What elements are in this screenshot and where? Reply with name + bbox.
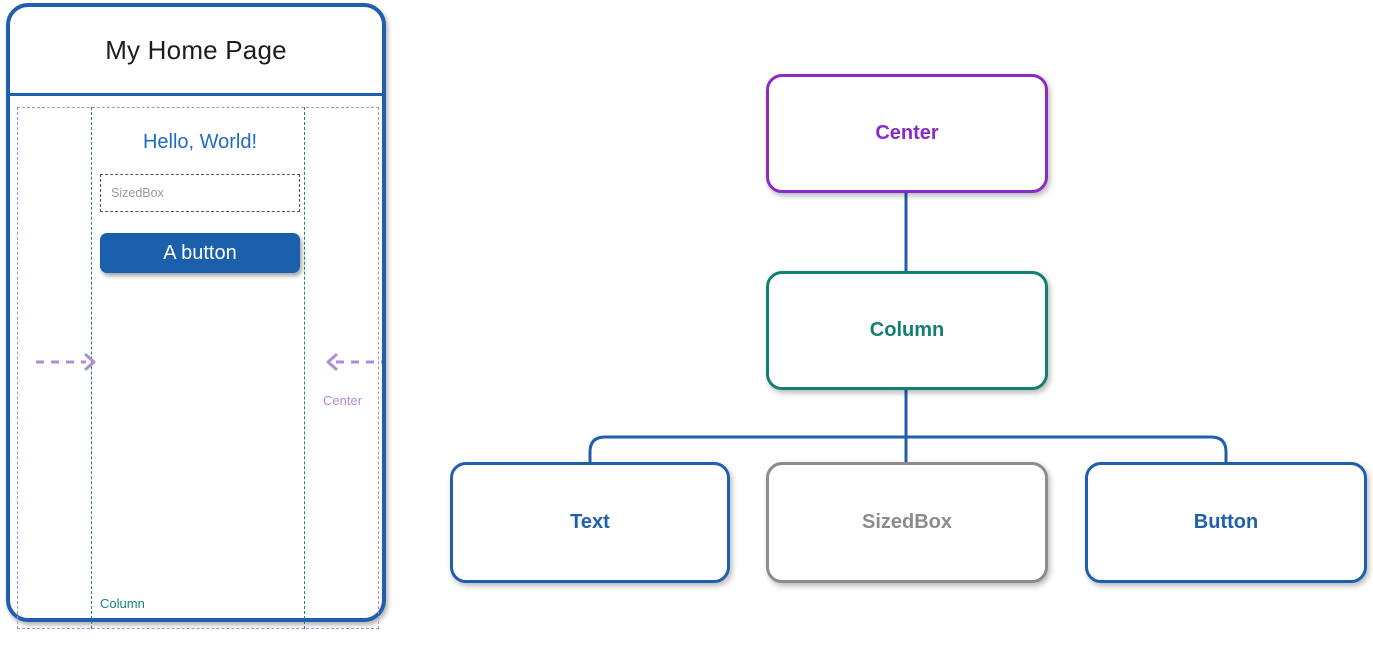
center-boundary-label: Center xyxy=(323,393,363,408)
tree-node-sizedbox-label: SizedBox xyxy=(861,511,953,533)
a-button[interactable]: A button xyxy=(100,233,300,273)
center-widget-boundary xyxy=(17,107,379,629)
sizedbox-placeholder: SizedBox xyxy=(100,174,300,212)
tree-node-text-label: Text xyxy=(570,511,610,533)
tree-node-text[interactable]: Text xyxy=(450,462,730,583)
phone-frame: My Home Page Column Center Hello, World!… xyxy=(6,3,386,629)
tree-node-column-label: Column xyxy=(869,319,945,341)
tree-node-button-label: Button xyxy=(1193,511,1259,533)
tree-node-button[interactable]: Button xyxy=(1085,462,1367,583)
tree-node-center[interactable]: Center xyxy=(766,74,1048,193)
edge-column-to-button xyxy=(906,435,1228,462)
dashed-arrow-right-icon xyxy=(36,353,96,371)
page-title: My Home Page xyxy=(105,34,287,65)
sizedbox-placeholder-label: SizedBox xyxy=(111,186,164,200)
app-bar: My Home Page xyxy=(10,7,382,96)
tree-node-sizedbox[interactable]: SizedBox xyxy=(766,462,1048,583)
dashed-arrow-left-icon xyxy=(326,353,382,371)
edge-column-to-text xyxy=(588,435,906,462)
hello-world-text: Hello, World! xyxy=(142,131,258,153)
column-boundary-label: Column xyxy=(100,596,145,611)
tree-node-column[interactable]: Column xyxy=(766,271,1048,390)
column-widget-boundary xyxy=(91,107,305,629)
phone-body: Column Center Hello, World! SizedBox A b… xyxy=(10,99,382,629)
tree-node-center-label: Center xyxy=(875,122,939,144)
